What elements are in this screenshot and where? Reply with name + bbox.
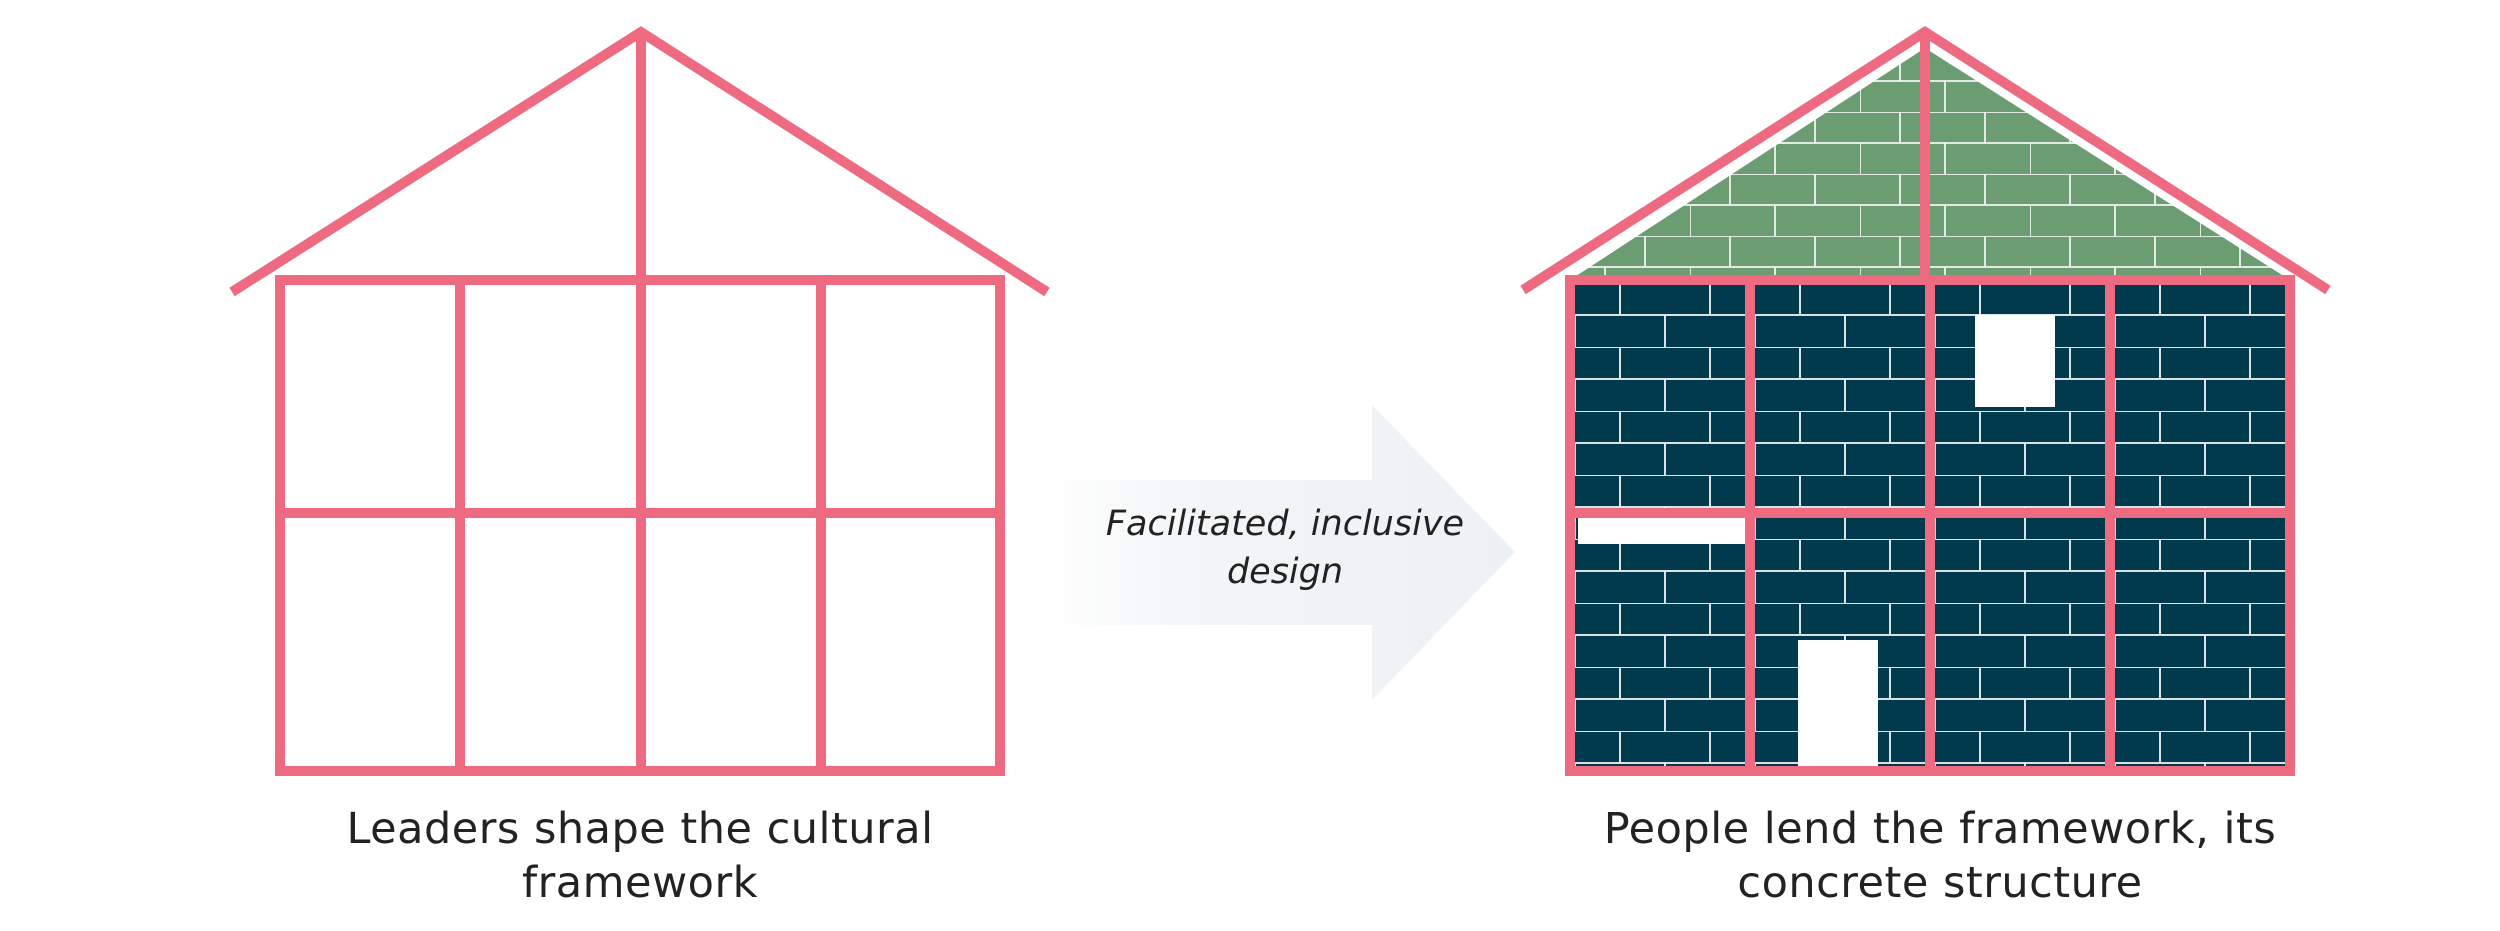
right-house bbox=[1520, 26, 2331, 776]
right-house-door bbox=[1798, 640, 1878, 771]
left-house-caption: Leaders shape the cultural framework bbox=[346, 804, 934, 908]
arrow-label: Facilitated, inclusive design bbox=[1105, 504, 1465, 592]
right-house-window bbox=[1975, 315, 2055, 407]
process-arrow bbox=[1040, 405, 1515, 700]
left-house bbox=[229, 26, 1050, 776]
right-house-missing-bricks bbox=[1578, 517, 1745, 544]
right-house-caption: People lend the framework, its concrete … bbox=[1603, 804, 2277, 908]
